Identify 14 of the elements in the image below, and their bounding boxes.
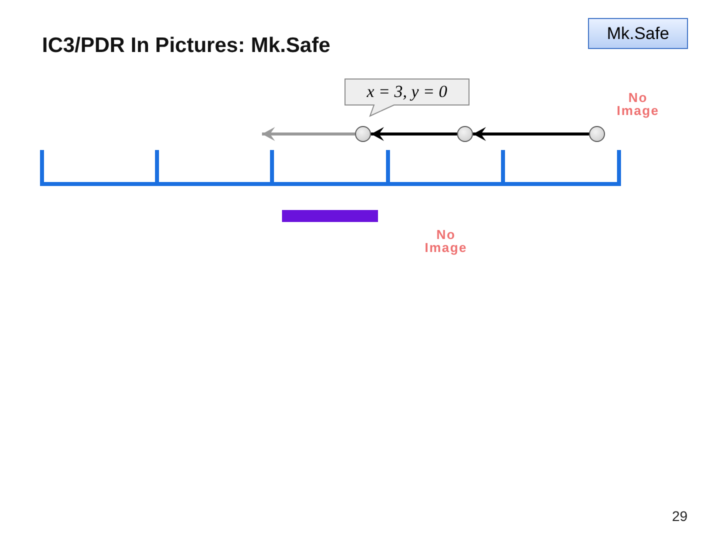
- state-circle: [355, 126, 371, 142]
- arrow: [473, 127, 589, 141]
- placeholder-text: No Image: [424, 228, 468, 254]
- speech-bubble: [344, 78, 470, 117]
- arrow: [262, 127, 355, 141]
- slide-title: IC3/PDR In Pictures: Mk.Safe: [42, 34, 330, 58]
- title-box: [588, 18, 688, 49]
- page-number: 29: [672, 508, 688, 524]
- formula-text: x = 3, y = 0: [366, 81, 448, 103]
- state-circle: [589, 126, 605, 142]
- placeholder-text: No Image: [616, 91, 660, 117]
- heading-text: Mk.Safe: [606, 23, 670, 45]
- state-circle: [457, 126, 473, 142]
- arrow: [371, 127, 457, 141]
